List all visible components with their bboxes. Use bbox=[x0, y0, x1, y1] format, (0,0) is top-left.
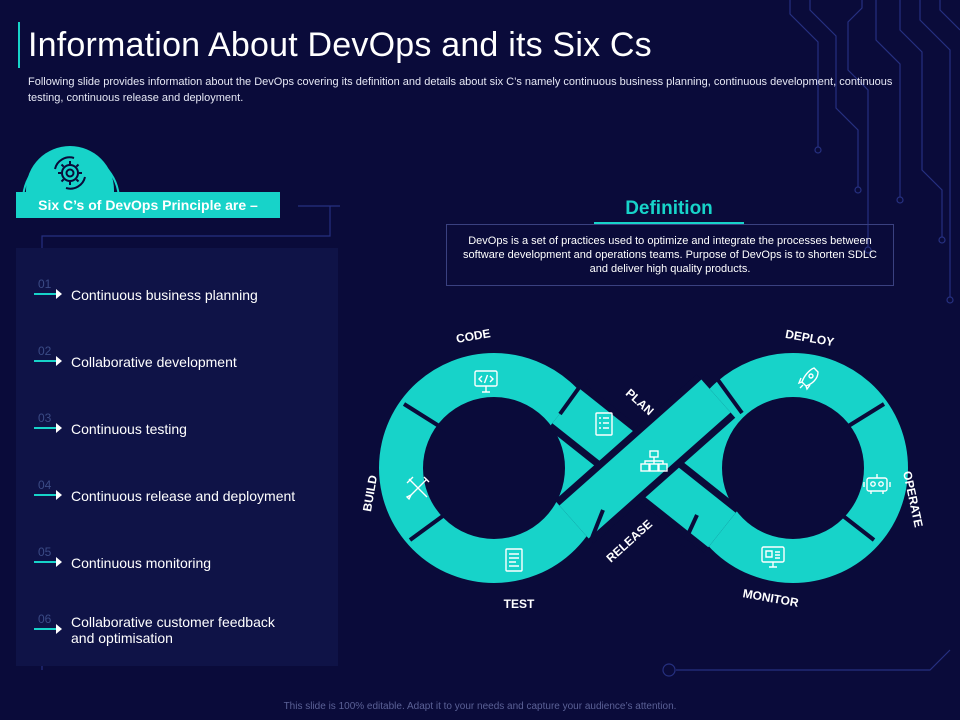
stage-label-test: TEST bbox=[504, 597, 535, 611]
tools-icon bbox=[405, 476, 430, 501]
principle-item: Continuous monitoring bbox=[71, 555, 212, 571]
stage-label-build: BUILD bbox=[360, 474, 380, 513]
document-icon bbox=[505, 548, 523, 572]
segment-separators bbox=[402, 376, 886, 553]
stage-label-deploy: DEPLOY bbox=[784, 327, 835, 349]
page-title: Information About DevOps and its Six Cs bbox=[28, 26, 652, 64]
checklist-icon bbox=[595, 412, 613, 436]
definition-text: DevOps is a set of practices used to opt… bbox=[446, 224, 894, 286]
arrow-icon bbox=[34, 423, 62, 433]
stage-label-monitor: MONITOR bbox=[742, 586, 800, 610]
monitor-icon bbox=[761, 546, 785, 568]
arrow-icon bbox=[34, 289, 62, 299]
item-number: 05 bbox=[38, 545, 52, 559]
rocket-icon bbox=[797, 367, 819, 391]
stage-label-operate: OPERATE bbox=[900, 470, 926, 529]
stage-label-code: CODE bbox=[455, 326, 492, 346]
arrow-icon bbox=[34, 624, 62, 634]
item-number: 01 bbox=[38, 277, 52, 291]
footer-note: This slide is 100% editable. Adapt it to… bbox=[283, 701, 677, 712]
principles-panel bbox=[16, 248, 338, 666]
robot-icon bbox=[863, 474, 891, 494]
page-subtitle: Following slide provides information abo… bbox=[28, 76, 893, 104]
principle-item: Collaborative customer feedback and opti… bbox=[71, 614, 275, 646]
item-number: 03 bbox=[38, 411, 52, 425]
definition-title: Definition bbox=[594, 198, 744, 224]
gear-icon bbox=[54, 156, 86, 190]
infinity-right-loop bbox=[678, 353, 908, 583]
arrow-icon bbox=[34, 356, 62, 366]
principle-item: Continuous business planning bbox=[71, 287, 258, 303]
title-accent-bar bbox=[18, 22, 20, 68]
arrow-icon bbox=[34, 557, 62, 567]
principle-item: Collaborative development bbox=[71, 354, 237, 370]
item-number: 02 bbox=[38, 344, 52, 358]
principle-item: Continuous release and deployment bbox=[71, 488, 296, 504]
item-number: 06 bbox=[38, 612, 52, 626]
arrow-icon bbox=[34, 490, 62, 500]
principle-item: Continuous testing bbox=[71, 421, 187, 437]
item-number: 04 bbox=[38, 478, 52, 492]
stage-label-plan: PLAN bbox=[623, 386, 657, 418]
infinity-crossing bbox=[547, 374, 741, 553]
infinity-left-loop bbox=[379, 353, 609, 583]
principles-header: Six C’s of DevOps Principle are – bbox=[16, 192, 280, 218]
code-icon bbox=[474, 370, 498, 393]
network-icon bbox=[640, 450, 668, 472]
